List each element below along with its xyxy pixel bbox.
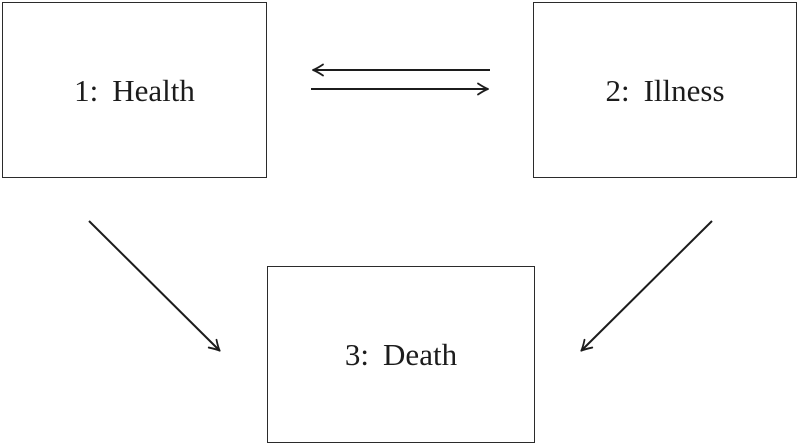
- node-death-label: Death: [383, 337, 458, 372]
- node-illness-number: 2:: [605, 72, 630, 108]
- node-health: 1: Health: [2, 2, 267, 178]
- node-illness: 2: Illness: [533, 2, 797, 178]
- node-health-number: 1:: [74, 72, 99, 108]
- node-health-label: Health: [112, 72, 195, 108]
- node-illness-label: Illness: [643, 72, 725, 108]
- node-death-number: 3:: [344, 337, 370, 372]
- node-death: 3: Death: [267, 266, 535, 443]
- arrow-health-to-death: [88, 220, 221, 352]
- arrow-illness-to-death: [580, 220, 713, 352]
